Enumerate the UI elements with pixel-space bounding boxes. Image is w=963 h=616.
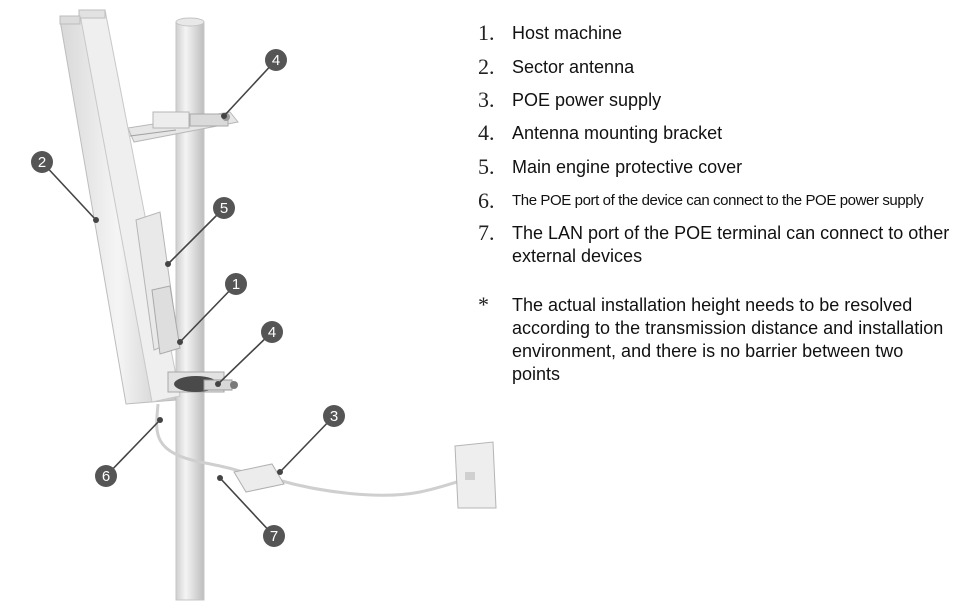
- svg-text:2: 2: [38, 154, 46, 171]
- legend-item-3: 3. POE power supply: [478, 89, 661, 112]
- callout-badge-5: 5: [213, 197, 235, 219]
- svg-text:4: 4: [268, 324, 276, 341]
- callout-badge-2: 2: [31, 151, 53, 173]
- callout-leaders: [41, 59, 335, 537]
- legend-label: Sector antenna: [512, 57, 635, 77]
- legend-label: The LAN port of the POE terminal can con…: [512, 223, 950, 266]
- callout-badge-3: 3: [323, 405, 345, 427]
- svg-text:7: 7: [270, 528, 278, 545]
- callout-leader-ends: [93, 113, 283, 481]
- legend-label: Antenna mounting bracket: [512, 123, 723, 143]
- svg-text:1: 1: [232, 276, 240, 293]
- legend-number: 6.: [478, 188, 495, 213]
- legend-number: 2.: [478, 54, 495, 79]
- svg-text:3: 3: [330, 408, 338, 425]
- legend-number: 4.: [478, 120, 495, 145]
- legend-item-5: 5. Main engine protective cover: [478, 156, 742, 179]
- legend-item-1: 1. Host machine: [478, 22, 622, 45]
- legend-number: 3.: [478, 87, 495, 112]
- note-text: The actual installation height needs to …: [512, 295, 944, 384]
- poe-power-supply: [233, 463, 285, 493]
- legend-number: 5.: [478, 154, 495, 179]
- legend-number: 1.: [478, 20, 495, 45]
- svg-text:4: 4: [272, 52, 280, 69]
- callout-badge-7: 7: [263, 525, 285, 547]
- legend-item-2: 2. Sector antenna: [478, 56, 634, 79]
- callout-badge-4-bottom: 4: [261, 321, 283, 343]
- legend-label: Host machine: [512, 23, 623, 43]
- legend-item-6: 6. The POE port of the device can connec…: [478, 190, 962, 212]
- legend-note: * The actual installation height needs t…: [478, 294, 952, 386]
- legend-item-7: 7. The LAN port of the POE terminal can …: [478, 222, 952, 268]
- wall-socket-plate: [454, 441, 497, 509]
- svg-text:5: 5: [220, 200, 228, 217]
- mounting-pole: [175, 17, 205, 601]
- legend-label: The POE port of the device can connect t…: [512, 192, 924, 209]
- legend-label: Main engine protective cover: [512, 157, 743, 177]
- callout-badge-4-top: 4: [265, 49, 287, 71]
- callout-badge-1: 1: [225, 273, 247, 295]
- legend-label: POE power supply: [512, 90, 662, 110]
- svg-text:6: 6: [102, 468, 110, 485]
- callout-badge-6: 6: [95, 465, 117, 487]
- note-asterisk: *: [478, 292, 489, 317]
- legend-item-4: 4. Antenna mounting bracket: [478, 122, 722, 145]
- top-mounting-bracket: [127, 111, 239, 143]
- legend-number: 7.: [478, 220, 495, 245]
